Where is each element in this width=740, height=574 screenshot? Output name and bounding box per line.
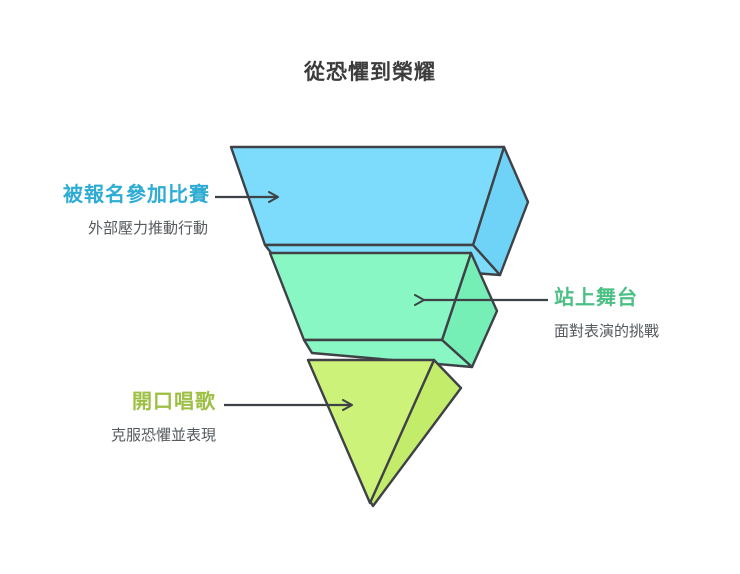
funnel-label-stage-1-title: 被報名參加比賽 bbox=[63, 184, 210, 206]
page-title: 從恐懼到榮耀 bbox=[304, 61, 436, 84]
funnel-stage-3-front-face bbox=[306, 358, 436, 505]
funnel-label-stage-1-subtitle: 外部壓力推動行動 bbox=[87, 220, 208, 237]
funnel-label-stage-2-title: 站上舞台 bbox=[554, 287, 638, 309]
funnel-label-stage-2: 站上舞台 面對表演的挑戰 bbox=[554, 285, 730, 343]
funnel-stage-2[interactable] bbox=[268, 251, 499, 369]
funnel-label-stage-2-subtitle: 面對表演的挑戰 bbox=[554, 323, 660, 340]
funnel-stage-3[interactable] bbox=[306, 358, 463, 508]
funnel-label-stage-3-subtitle: 克服恐懼並表現 bbox=[110, 427, 216, 444]
funnel-label-stage-1: 被報名參加比賽 外部壓力推動行動 bbox=[10, 182, 210, 240]
funnel-label-stage-3: 開口唱歌 克服恐懼並表現 bbox=[8, 389, 216, 447]
funnel-label-stage-3-title: 開口唱歌 bbox=[132, 391, 216, 413]
funnel-stage-2-front-face bbox=[268, 251, 473, 342]
